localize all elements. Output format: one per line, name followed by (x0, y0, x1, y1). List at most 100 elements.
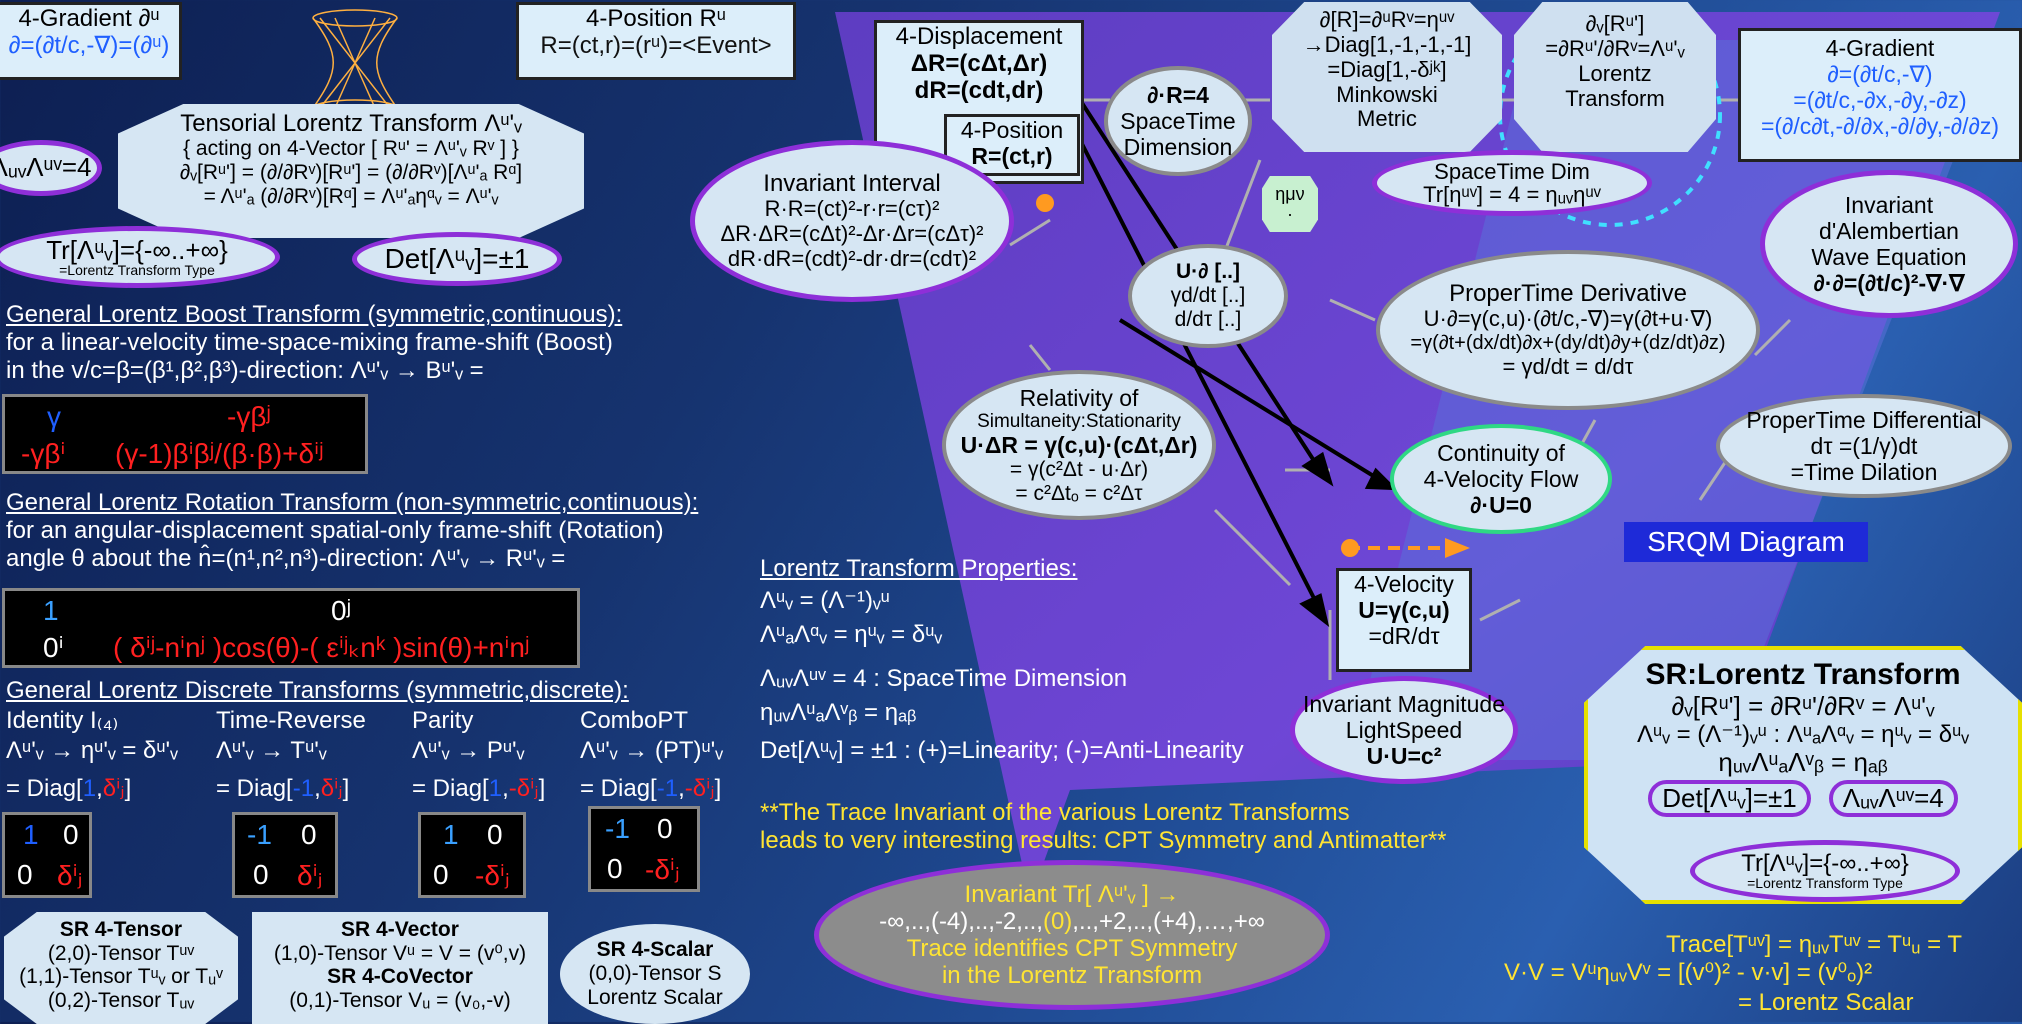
dR4-line2: SpaceTime (1120, 108, 1236, 134)
continuity-ellipse: Continuity of 4-Velocity Flow ∂·U=0 (1390, 424, 1612, 534)
trace-invariant-ellipse: Invariant Tr[ Λᵘ'ᵥ ] → -∞,..,(-4),..,-2,… (814, 860, 1330, 1010)
boost-m21: -γβⁱ (21, 438, 66, 469)
ptdiff-line2: dτ =(1/γ)dt (1810, 433, 1918, 459)
propertime-differential-ellipse: ProperTime Differential dτ =(1/γ)dt =Tim… (1716, 394, 2012, 498)
interval-line1: R·R=(ct)²-r·r=(cτ)² (764, 196, 940, 222)
dR4-line3: Dimension (1123, 133, 1233, 160)
ptd-line1: U·∂=γ(c,u)·(∂t/c,-∇)=γ(∂t+u·∇) (1423, 306, 1713, 332)
discrete-map: Λᵘ'ᵥ → ηᵘ'ᵥ = δᵘ'ᵥ (6, 737, 178, 764)
discrete-diag: = Diag[-1,-δⁱⱼ] (580, 775, 722, 802)
rotation-m22: ( δⁱʲ-nⁱnʲ )cos(θ)-( εⁱʲₖnᵏ )sin(θ)+nⁱnʲ (113, 632, 530, 663)
discrete-map: Λᵘ'ᵥ → Pᵘ'ᵥ (412, 737, 525, 764)
grad-right-title: 4-Gradient (1825, 35, 1935, 61)
dalembertian-ellipse: Invariant d'Alembertian Wave Equation ∂·… (1760, 170, 2018, 318)
position-eq: R=(ct,r)=(rᵘ)=<Event> (540, 32, 772, 60)
rel-line2: Simultaneity:Stationarity (977, 410, 1181, 432)
tensor-line2: (1,1)-Tensor Tᵘᵥ or Tᵤᵛ (19, 965, 223, 989)
boost-line1: for a linear-velocity time-space-mixing … (6, 329, 613, 356)
discrete-name: Identity I₍₄₎ (6, 707, 119, 734)
position-title: 4-Position Rᵘ (586, 5, 726, 32)
rotation-m12: 0ʲ (331, 595, 352, 626)
eta-line1: ημν (1275, 184, 1305, 204)
vel-line1: U=γ(c,u) (1358, 596, 1450, 623)
ptd-line3: = γd/dt = d/dτ (1502, 353, 1634, 379)
ud-line2: γd/dt [..] (1170, 284, 1246, 308)
rotation-line1: for an angular-displacement spatial-only… (6, 517, 664, 544)
trace-tensor-line1: Trace[Tᵘᵛ] = ηᵤᵥTᵘᵛ = Tᵘᵤ = T (1666, 931, 1962, 958)
discrete-name: Time-Reverse (216, 707, 366, 734)
ud-line1: U·∂ [..] (1175, 260, 1241, 284)
sr-lt-lambda-pill: ΛᵤᵥΛᵘᵛ=4 (1828, 779, 1958, 818)
displacement-line2: dR=(cdt,dr) (914, 77, 1044, 105)
interval-line3: dR·dR=(cdt)²-dr·dr=(cdτ)² (727, 245, 977, 271)
rotation-m11: 1 (43, 595, 59, 626)
cont-line1: Continuity of (1437, 440, 1565, 467)
lt-line4: Transform (1565, 85, 1665, 111)
discrete-name: Parity (412, 707, 474, 734)
trace-invariant-line4: in the Lorentz Transform (941, 962, 1203, 990)
covector-title: SR 4-CoVector (327, 965, 473, 989)
cont-line3: ∂·U=0 (1470, 491, 1532, 518)
mink-line1: ∂[R]=∂ᵘRᵛ=ηᵘᵛ (1319, 7, 1455, 32)
scalar-line1: (0,0)-Tensor S (588, 962, 722, 986)
sr-lt-line2: Λᵘᵥ = (Λ⁻¹)ᵥᵘ : ΛᵘₐΛᵅᵥ = ηᵘᵥ = δᵘᵥ (1637, 721, 1969, 749)
det-ellipse-left: Det[Λᵘᵥ]=±1 (352, 232, 562, 286)
det-left-text: Det[Λᵘᵥ]=±1 (384, 243, 530, 275)
boost-m22: (γ-1)βⁱβʲ/(β·β)+δⁱʲ (115, 438, 324, 469)
vector-box: SR 4-Vector (1,0)-Tensor Vᵘ = V = (v⁰,v)… (252, 912, 548, 1024)
props-line1: Λᵘᵥ = (Λ⁻¹)ᵥᵘ (760, 587, 890, 614)
tensorial-line2: { acting on 4-Vector [ Rᵘ' = Λᵘ'ᵥ Rᵛ ] } (183, 137, 519, 161)
time-reverse-matrix: -1 0 0 δⁱⱼ (232, 812, 338, 898)
trace-ellipse-right: Tr[Λᵘᵥ]={-∞..+∞} =Lorentz Transform Type (1690, 840, 1960, 902)
lambda-four-text: ΛᵤᵥΛᵘᵛ=4 (0, 152, 92, 183)
rotation-matrix: 1 0ʲ 0ⁱ ( δⁱʲ-nⁱnʲ )cos(θ)-( εⁱʲₖnᵏ )sin… (2, 588, 580, 668)
grad-right-line1: ∂=(∂t/c,-∇) (1827, 60, 1933, 87)
vel-title: 4-Velocity (1354, 571, 1454, 597)
dal-line4: ∂·∂=(∂t/c)²-∇·∇ (1813, 269, 1965, 296)
cont-line2: 4-Velocity Flow (1423, 466, 1579, 492)
velocity-box: 4-Velocity U=γ(c,u) =dR/dτ (1336, 568, 1472, 672)
ud-line3: d/dτ [..] (1174, 307, 1242, 331)
props-note1: **The Trace Invariant of the various Lor… (760, 799, 1350, 826)
lt-line3: Lorentz (1578, 60, 1652, 86)
eta-metric-badge: ημν · (1262, 176, 1318, 232)
tensor-line1: (2,0)-Tensor Tᵘᵛ (47, 941, 195, 965)
tensorial-line4: = Λᵘ'ₐ (∂/∂Rᵛ)[Rᵅ] = Λᵘ'ₐηᵅᵥ = Λᵘ'ᵥ (203, 184, 499, 208)
sr-lt-line1: ∂ᵥ[Rᵘ'] = ∂Rᵘ'/∂Rᵛ = Λᵘ'ᵥ (1671, 690, 1935, 721)
grey-connectors (1009, 98, 1792, 680)
dal-line1: Invariant (1844, 192, 1934, 219)
dal-line2: d'Alembertian (1819, 218, 1959, 245)
ptd-line2: =γ(∂t+(dx/dt)∂x+(dy/dt)∂y+(dz/dt)∂z) (1410, 332, 1726, 355)
rel-line5: = c²Δtₒ = c²Δτ (1015, 481, 1143, 505)
orange-dot-2 (1036, 194, 1054, 212)
ptd-title: ProperTime Derivative (1449, 280, 1687, 308)
u-dot-d-ellipse: U·∂ [..] γd/dt [..] d/dτ [..] (1128, 244, 1288, 348)
rotation-m21: 0ⁱ (43, 632, 64, 663)
props-line2: ΛᵘₐΛᵅᵥ = ηᵘᵥ = δᵘᵥ (760, 621, 943, 648)
scalar-ellipse: SR 4-Scalar (0,0)-Tensor S Lorentz Scala… (560, 924, 750, 1024)
rel-line3: U·ΔR = γ(c,u)·(cΔt,Δr) (960, 432, 1198, 459)
dR4-line1: ∂·R=4 (1147, 82, 1209, 109)
scalar-title: SR 4-Scalar (596, 938, 714, 962)
gradient-box: 4-Gradient ∂ᵘ ∂=(∂t/c,-∇)=(∂ᵘ) (0, 2, 182, 80)
trace-invariant-line1: Invariant Tr[ Λᵘ'ᵥ ] → (964, 880, 1180, 908)
srqm-diagram-label: SRQM Diagram (1624, 522, 1868, 562)
stdim-line2: Tr[ηᵘᵛ] = 4 = ηᵤᵥηᵘᵛ (1423, 182, 1601, 207)
displacement-title: 4-Displacement (895, 23, 1063, 50)
rel-line4: = γ(c²Δt - u·Δr) (1009, 458, 1149, 481)
ptdiff-line1: ProperTime Differential (1746, 407, 1982, 434)
mag-line2: LightSpeed (1345, 717, 1463, 743)
tensor-title: SR 4-Tensor (59, 918, 183, 941)
props-note2: leads to very interesting results: CPT S… (760, 827, 1447, 854)
lt-line2: =∂Rᵘ'/∂Rᵛ=Λᵘ'ᵥ (1545, 35, 1685, 61)
trace-right-text: Tr[Λᵘᵥ]={-∞..+∞} (1741, 850, 1909, 877)
covector-line1: (0,1)-Tensor Vᵤ = (v₀,-v) (289, 989, 511, 1013)
tensor-line3: (0,2)-Tensor Tᵤᵥ (47, 989, 195, 1013)
tensorial-title: Tensorial Lorentz Transform Λᵘ'ᵥ (180, 110, 522, 137)
rotation-line2: angle θ about the n̂=(n¹,n²,n³)-directio… (6, 545, 566, 572)
interval-title: Invariant Interval (763, 170, 941, 198)
relativity-simultaneity-ellipse: Relativity of Simultaneity:Stationarity … (942, 370, 1216, 520)
boost-matrix: γ -γβʲ -γβⁱ (γ-1)βⁱβʲ/(β·β)+δⁱʲ (2, 394, 368, 474)
eta-line2: · (1287, 204, 1293, 225)
trace-tensor-line2: V·V = VᵘηᵤᵥVᵛ = [(v⁰)² - v·v] = (v⁰ₒ)² (1504, 959, 1873, 986)
